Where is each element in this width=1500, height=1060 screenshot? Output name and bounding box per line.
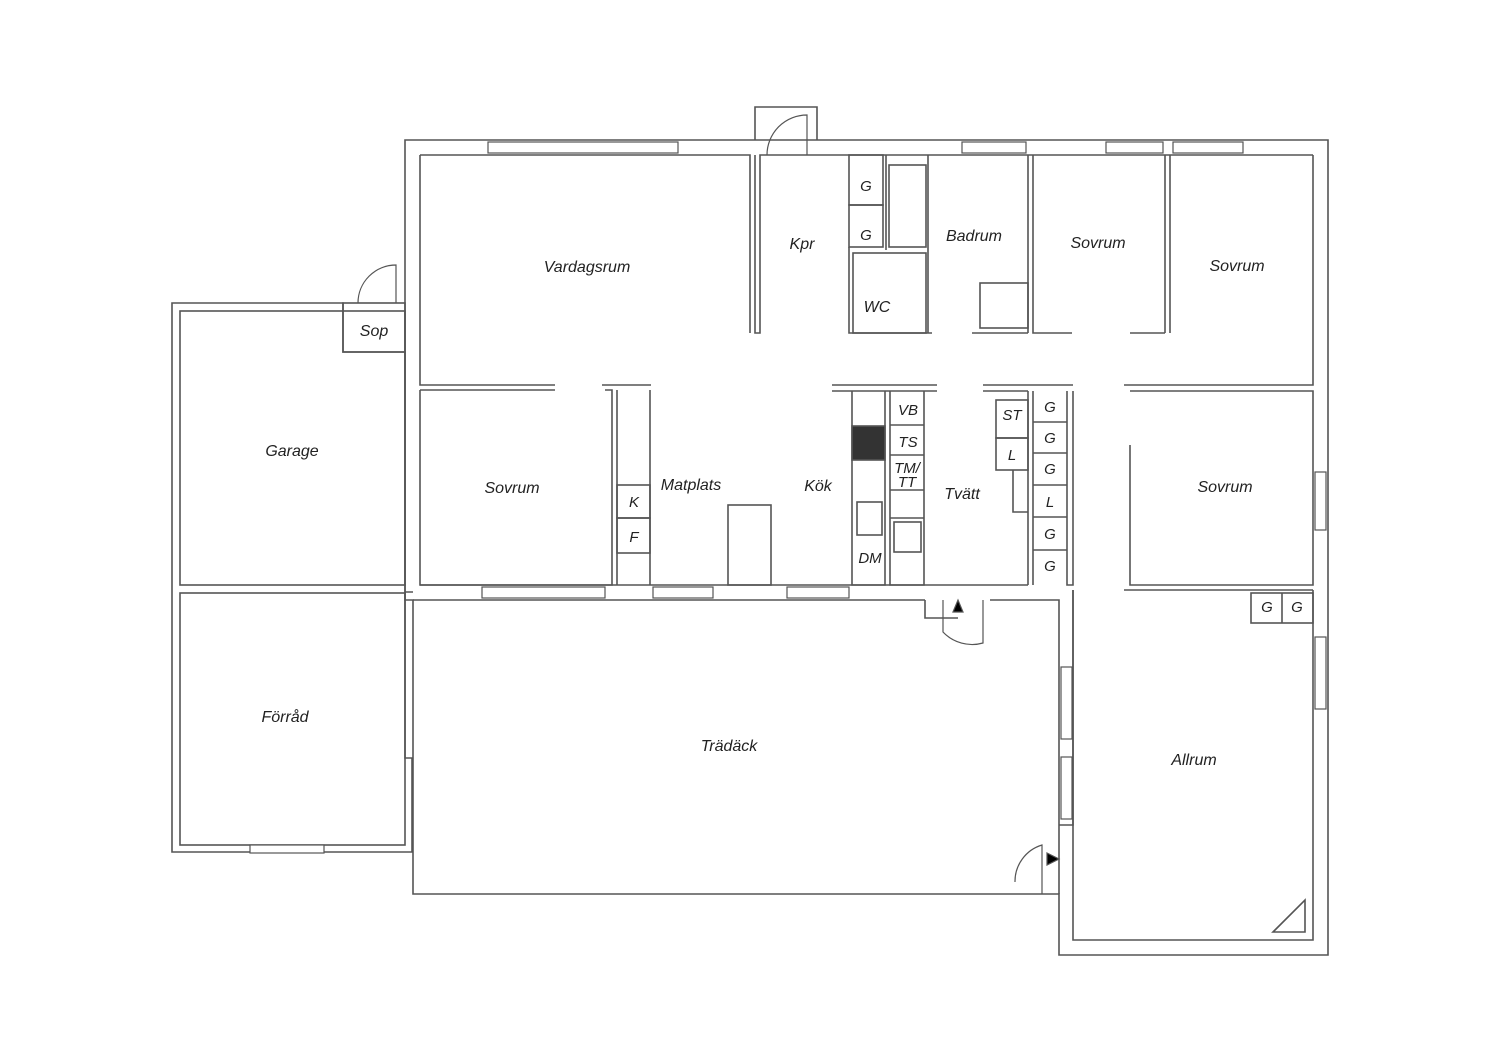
storage-label: G	[1261, 599, 1273, 616]
fixture-labels: G G VB TS TM/TT DM K F ST L G G G L G G …	[629, 178, 1303, 616]
storage-label: G	[1044, 461, 1056, 478]
appliance-cells	[890, 424, 924, 519]
doors	[357, 114, 1061, 894]
storage-label: G	[860, 227, 872, 244]
tmtt-label-line: TM/	[894, 460, 922, 477]
window	[1172, 141, 1244, 154]
garage-label: Garage	[265, 443, 318, 460]
badrum-wall	[848, 155, 1072, 334]
windows	[249, 141, 1327, 854]
sovrum-label: Sovrum	[484, 480, 539, 497]
l-label: L	[1046, 494, 1054, 511]
allrum-wall	[1072, 590, 1314, 941]
tradack-label: Trädäck	[701, 738, 759, 755]
mid-bottom-wall	[405, 584, 1060, 894]
window	[961, 141, 1027, 154]
window	[1314, 471, 1327, 531]
window	[1060, 756, 1073, 820]
l-label: L	[1008, 447, 1016, 464]
room-labels: Vardagsrum Kpr WC Badrum Sovrum Sovrum S…	[261, 228, 1264, 769]
sovrum-label: Sovrum	[1070, 235, 1125, 252]
sop-label: Sop	[360, 323, 389, 340]
storage-label: G	[1291, 599, 1303, 616]
vb-label: VB	[898, 402, 918, 419]
wc-room	[852, 252, 927, 334]
shower	[888, 164, 927, 248]
garage-outer-wall	[171, 302, 413, 853]
entrance-porch	[754, 106, 818, 140]
window	[487, 141, 679, 154]
kpr-storage-2	[848, 204, 884, 248]
tvatt-small	[1012, 470, 1028, 513]
vardagsrum-label: Vardagsrum	[544, 259, 631, 276]
tmtt-label-line: TT	[898, 474, 918, 491]
stove	[851, 425, 886, 461]
sink-tvatt	[893, 521, 922, 553]
door-entry-arrow	[952, 598, 964, 613]
sovrum-label: Sovrum	[1209, 258, 1264, 275]
tmtt-label: TM/TT	[894, 460, 922, 491]
badrum-label: Badrum	[946, 228, 1002, 245]
sop-box	[342, 302, 406, 353]
window	[249, 844, 325, 854]
allrum-label: Allrum	[1170, 752, 1216, 769]
forrad-label: Förråd	[261, 708, 309, 726]
st-label: ST	[1002, 407, 1023, 424]
door-swing	[1014, 844, 1043, 894]
sovrum-label: Sovrum	[1197, 479, 1252, 496]
storage-label: G	[860, 178, 872, 195]
window	[786, 586, 850, 599]
corner-fireplace	[1271, 898, 1306, 933]
island	[727, 504, 772, 586]
storage-label: G	[1044, 558, 1056, 575]
ts-label: TS	[898, 434, 917, 451]
window	[1314, 636, 1327, 710]
kitchen-wall	[602, 384, 937, 585]
tvatt-wall	[983, 384, 1074, 586]
f-label: F	[629, 529, 639, 546]
storage-label: G	[1044, 399, 1056, 416]
window	[481, 586, 606, 599]
sink-kok	[856, 501, 883, 536]
window	[1105, 141, 1164, 154]
door-entry-arrow	[1046, 852, 1061, 866]
door-swing	[766, 114, 808, 156]
f-cell	[616, 517, 651, 554]
l-cell	[995, 437, 1029, 471]
kpr-label: Kpr	[790, 236, 816, 253]
dm-label: DM	[858, 550, 882, 567]
tv-g-cells	[1033, 421, 1067, 551]
inner-outline-top	[420, 154, 1313, 334]
tvatt-label: Tvätt	[944, 486, 980, 503]
wc-label: WC	[864, 299, 891, 316]
sovrum-top-right	[1124, 155, 1314, 386]
matplats-label: Matplats	[661, 477, 721, 494]
k-label: K	[629, 494, 640, 511]
storage-label: G	[1044, 526, 1056, 543]
bath-basin	[979, 282, 1029, 329]
door-swing	[357, 264, 397, 304]
walls	[171, 106, 1329, 956]
storage-label: G	[1044, 430, 1056, 447]
kok-label: Kök	[804, 478, 833, 495]
window	[652, 586, 714, 599]
window	[1060, 666, 1073, 740]
vardagsrum-wall	[419, 155, 555, 391]
door-swing	[942, 600, 984, 646]
garage-inner	[179, 310, 406, 586]
